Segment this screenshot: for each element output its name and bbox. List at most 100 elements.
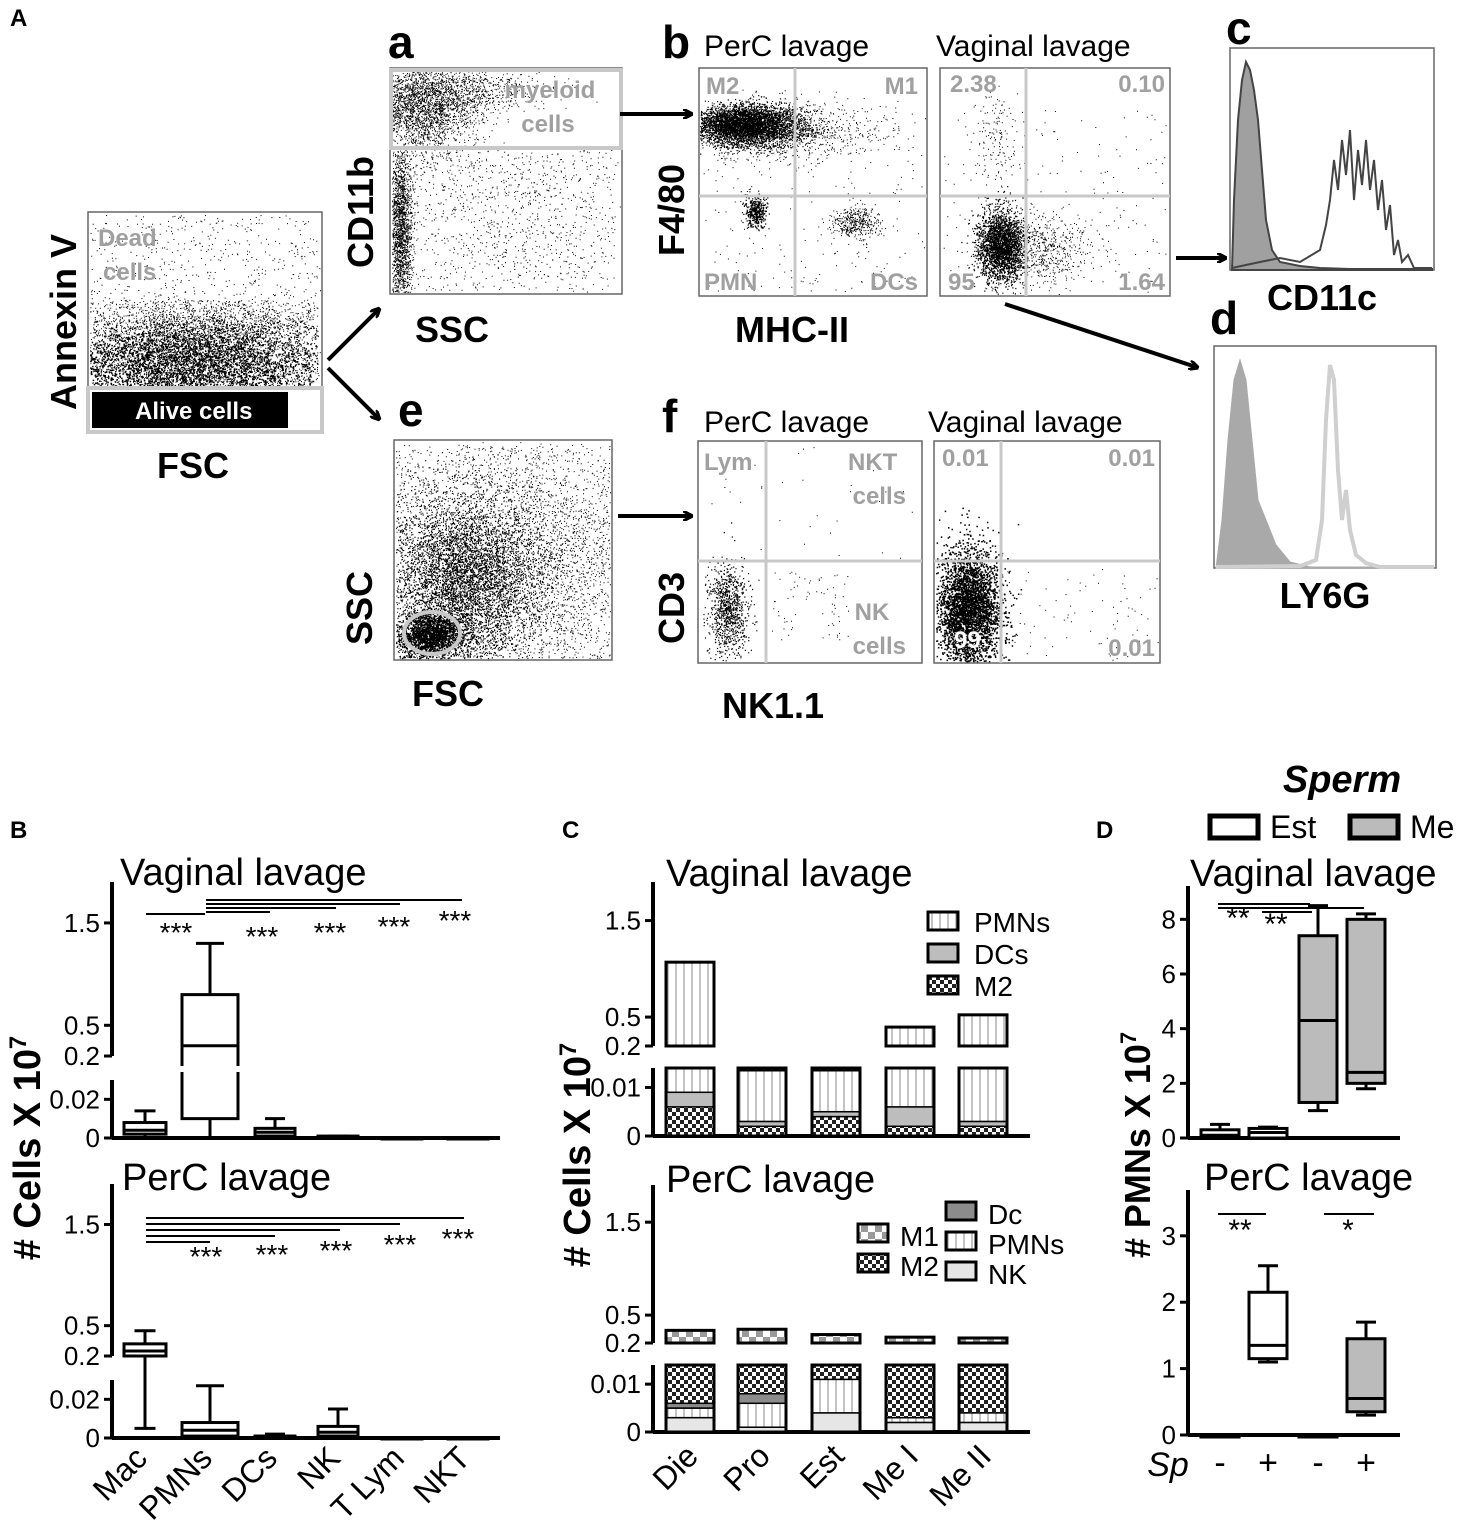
axis-label-cells-text: # Cells X 10 [7,1049,49,1260]
quadrant-value-ul: 0.01 [942,445,989,472]
box-upper [180,993,240,1066]
x-tick-labels: -+-+ [1214,1444,1376,1482]
box [1345,917,1387,1085]
bar-segment-m1 [665,1329,715,1344]
box-est-spplus [1247,1125,1289,1140]
axis-label-cells: # Cells X 107 [5,1036,49,1261]
axis-label-fsc: FSC [157,445,229,486]
significance-label: ** [1264,908,1288,941]
quadrant-label-dcs: DCs [870,269,918,296]
bar-segment-pmns [958,1067,1008,1123]
quadrant-label-nk-line2: cells [853,633,906,660]
axis-label-ssc: SSC [339,571,380,645]
x-tick-label: PMNs [132,1439,219,1526]
y-tick-label: 0.5 [605,1002,641,1032]
bar-segment-m2 [811,1115,861,1137]
scatter-dots [90,320,319,390]
x-tick-label: + [1258,1444,1278,1482]
bar-segment-m2 [811,1364,861,1381]
x-tick-label: - [1312,1444,1323,1482]
box-nk [316,1407,360,1440]
significance-label: *** [439,905,472,936]
significance-label: *** [256,1239,289,1270]
quadrant-label-m2: M2 [706,73,739,100]
y-tick-label: 0 [627,1417,641,1447]
significance-label: *** [314,917,347,948]
bar-segment-pmns [665,961,715,1047]
axis-label-mhcii: MHC-II [735,309,849,350]
significance-label: ** [1228,1214,1252,1247]
panel-letter-f: f [662,390,678,442]
stacked-bar-est [810,1066,862,1138]
panel-letter-D: D [1096,817,1113,844]
bar-segment-pmns [811,1067,861,1113]
stacked-bar-die [664,960,716,1138]
bar-segment-pmns [958,1014,1008,1047]
legend-swatch [944,1260,978,1282]
scatter-dots [396,590,490,660]
y-tick-label: 0.5 [605,1300,641,1330]
bar-outline [736,1327,788,1345]
bar-segment-dc [737,1392,787,1405]
box-nkt [446,1436,490,1441]
panel-d-chart: D Sperm Est Me # PMNs X 107 Vaginal lava… [1096,759,1454,1484]
bar-segment-dcs [885,1106,935,1128]
plot-f-left-title: PerC lavage [704,406,869,439]
significance-label: *** [378,911,411,942]
box-est-spminus [1199,1433,1241,1439]
scatter-dots [396,451,596,660]
legend-swatch [944,1230,978,1252]
legend-label-me: Me [1410,809,1454,845]
bar-segment-pmns [811,1378,861,1414]
y-tick-label: 2 [1162,1287,1176,1317]
scatter-dots [396,442,611,659]
subplot-title: PerC lavage [122,1157,331,1199]
bar-outline [810,1066,862,1138]
panel-letter-a: a [388,16,414,68]
panel-letter-d: d [1210,292,1238,344]
axis-label-cd11c: CD11c [1267,277,1377,318]
y-tick-label: 0 [627,1121,641,1151]
plot-b-f480-mhcii: b PerC lavage Vaginal lavage M2 M1 PMN D… [651,16,1171,350]
histogram-sample [1215,364,1434,569]
axis-label-cd3: CD3 [651,572,692,644]
bar-outline [957,1363,1009,1434]
y-tick-label: 0.01 [590,1072,641,1102]
y-tick-label: 0 [86,1123,100,1153]
x-tick-label: T Lym [324,1439,411,1526]
legend-label: M2 [974,971,1013,1002]
axis-label-ly6g: LY6G [1280,575,1371,616]
scatter-dots [395,150,616,291]
scatter-dots [392,151,419,293]
legend-label: M2 [900,1251,939,1282]
stacked-bar-pro [736,1327,788,1434]
bar-outline [957,1336,1009,1345]
legend-swatch [856,1222,890,1244]
bar-segment-pmns [885,1067,935,1108]
y-tick-label: 1.5 [64,908,100,938]
axis-label-cd11b: CD11b [340,156,381,268]
axis-label-ssc: SSC [415,309,489,350]
scatter-dots [396,445,611,659]
x-tick-label: Die [646,1437,705,1496]
subplot-title: Vaginal lavage [1190,853,1436,895]
quadrant-label-nk: NK cells [853,599,906,660]
plot-a-cd11b-ssc: a myeloid cells CD11b SSC [340,16,623,350]
axis-label-cells: # Cells X 107 [555,1043,599,1268]
box-pmns [180,1384,240,1440]
axis-label-nk11: NK1.1 [722,685,824,726]
significance-label: *** [246,921,279,952]
significance-label: * [1342,1214,1354,1247]
quadrant-value-ur: 0.01 [1108,445,1155,472]
axis-label-fsc: FSC [412,673,484,714]
dot-cloud [90,215,322,428]
x-tick-label: + [1356,1444,1376,1482]
bar-segment-pmns [737,1067,787,1123]
histogram-sample [1231,129,1432,269]
x-tick-label: Est [793,1437,851,1495]
dot-cloud [392,70,621,293]
box-t-lym [380,1136,424,1141]
gate-alive [86,386,324,434]
